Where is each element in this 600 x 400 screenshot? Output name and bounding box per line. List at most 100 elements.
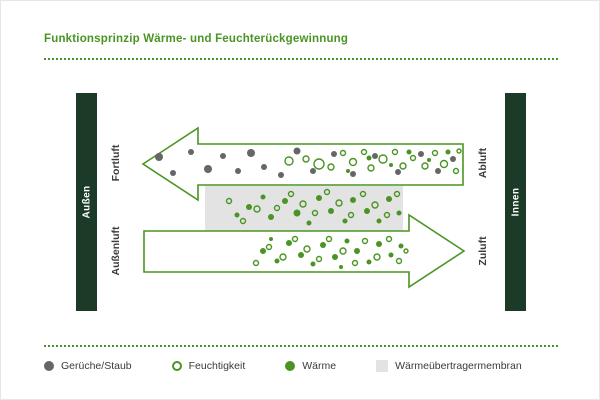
legend-item-dust: Gerüche/Staub (44, 360, 132, 372)
particle-moisture (378, 154, 388, 164)
particle-heat (332, 254, 338, 260)
title-divider (44, 58, 558, 60)
particle-dust (350, 171, 356, 177)
particle-moisture (431, 149, 439, 157)
particle-heat (298, 252, 304, 258)
particle-moisture (348, 157, 358, 167)
particle-moisture (299, 200, 307, 208)
particle-moisture (225, 197, 233, 205)
particle-moisture (273, 204, 281, 212)
particle-heat (282, 198, 288, 204)
particle-heat (342, 218, 348, 224)
page-title: Funktionsprinzip Wärme- und Feuchterückg… (44, 33, 349, 45)
particle-heat (339, 265, 343, 269)
particle-moisture (339, 247, 347, 255)
supply-air-arrow (143, 213, 466, 289)
particle-heat (246, 204, 252, 210)
particle-moisture (395, 257, 403, 265)
outside-bar (76, 93, 97, 311)
particle-moisture (391, 148, 399, 156)
particle-dust (278, 172, 284, 178)
particle-moisture (367, 164, 375, 172)
legend-label-heat: Wärme (302, 360, 337, 372)
particle-heat (350, 197, 356, 203)
moisture-ring-icon (171, 361, 182, 371)
particle-heat (376, 218, 382, 224)
particle-moisture (399, 162, 407, 170)
particle-heat (427, 158, 431, 162)
particle-heat (269, 237, 273, 241)
legend-label-membrane: Wärmeübertragermembran (395, 360, 522, 372)
particle-moisture (284, 156, 294, 166)
particle-heat (366, 259, 372, 265)
particle-heat (376, 241, 382, 247)
particle-heat (398, 243, 404, 249)
particle-heat (396, 210, 402, 216)
particle-heat (320, 242, 326, 248)
particle-moisture (371, 201, 379, 209)
particle-moisture (325, 235, 333, 243)
particles-layer (155, 147, 462, 269)
particle-moisture (383, 211, 391, 219)
particle-dust (155, 153, 163, 161)
dust-dot-icon (44, 361, 54, 371)
inside-label: Innen (510, 187, 522, 217)
particle-moisture (421, 162, 429, 170)
particle-moisture (327, 163, 335, 171)
particle-moisture (393, 190, 401, 198)
particle-moisture (315, 255, 323, 263)
particle-heat (260, 248, 266, 254)
particle-heat (344, 238, 350, 244)
legend-label-moisture: Feuchtigkeit (188, 360, 246, 372)
particle-heat (268, 214, 274, 220)
aussenluft-label: Außenluft (110, 226, 122, 276)
particle-moisture (409, 154, 417, 162)
particle-moisture (253, 205, 261, 213)
particle-heat (274, 258, 280, 264)
particle-moisture (335, 199, 343, 207)
particle-moisture (311, 209, 319, 217)
particle-moisture (339, 149, 347, 157)
particle-heat (346, 169, 350, 173)
particle-heat (354, 248, 360, 254)
particle-dust (450, 156, 456, 162)
particle-moisture (347, 211, 355, 219)
particle-dust (220, 153, 226, 159)
fortluft-label: Fortluft (110, 144, 122, 182)
particle-heat (388, 252, 394, 258)
particle-moisture (291, 235, 299, 243)
legend-label-dust: Gerüche/Staub (61, 360, 132, 372)
particle-moisture (252, 259, 260, 267)
zuluft-label: Zuluft (477, 236, 489, 266)
particle-dust (261, 164, 267, 170)
particle-moisture (452, 167, 460, 175)
particle-heat (286, 240, 292, 246)
particle-heat (310, 261, 316, 267)
particle-heat (386, 196, 392, 202)
membrane-square-icon (376, 360, 389, 372)
particle-dust (435, 168, 441, 174)
particle-moisture (303, 245, 311, 253)
particle-heat (364, 208, 370, 214)
particle-moisture (361, 237, 369, 245)
particle-dust (293, 147, 301, 155)
legend-item-heat: Wärme (285, 360, 336, 372)
particle-dust (247, 149, 255, 157)
particle-heat (306, 220, 312, 226)
particle-heat (316, 195, 322, 201)
particle-dust (204, 165, 212, 173)
particle-moisture (323, 188, 331, 196)
particle-moisture (313, 158, 325, 170)
particle-moisture (439, 159, 449, 169)
inside-bar (505, 93, 526, 311)
particle-heat (406, 149, 412, 155)
particle-moisture (373, 253, 381, 261)
particle-moisture (265, 243, 273, 251)
heat-dot-icon (285, 361, 296, 371)
particle-dust (395, 169, 401, 175)
particle-moisture (351, 259, 359, 267)
particle-moisture (360, 148, 368, 156)
particle-dust (331, 151, 337, 157)
particle-heat (293, 209, 301, 217)
